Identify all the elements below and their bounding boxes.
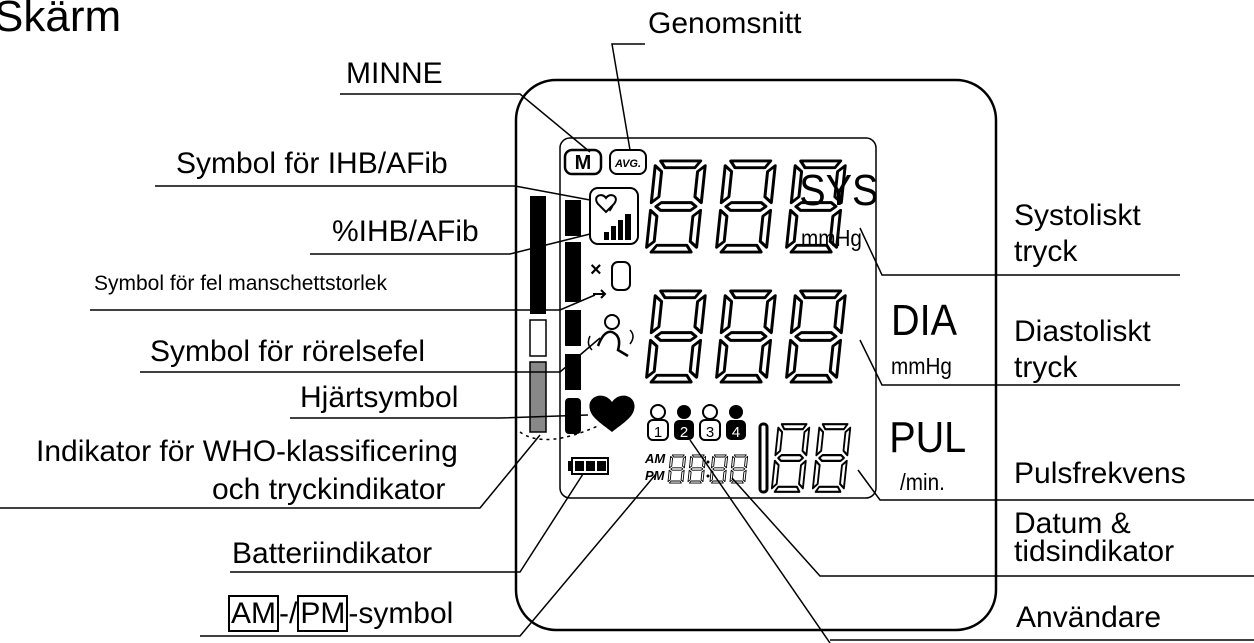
pm-box: PM — [297, 595, 349, 632]
user-icon-1: 1 — [647, 404, 669, 441]
heart-icon — [589, 395, 635, 432]
pul-label: PUL — [889, 412, 966, 461]
avg-icon: AVG. — [609, 149, 647, 175]
motion-error-icon — [587, 314, 634, 358]
label-who-line1: Indikator för WHO-klassificering — [36, 435, 458, 468]
label-diastolic-1: Diastoliskt — [1014, 315, 1151, 348]
dia-label: DIA — [891, 295, 957, 344]
user-icons: 1 2 3 4 — [647, 404, 746, 441]
pressure-indicator-bar — [565, 200, 581, 434]
label-cuff-size: Symbol för fel manschettstorlek — [94, 272, 387, 295]
svg-text:4: 4 — [732, 424, 740, 441]
battery-icon — [568, 457, 609, 475]
memory-m-icon: M — [563, 148, 603, 176]
display-am: AM — [644, 451, 666, 466]
cuff-error-icon: × — [590, 259, 631, 299]
label-systolic-1: Systoliskt — [1014, 199, 1141, 232]
page-title: Skärm — [0, 0, 122, 41]
pul-unit: /min. — [900, 469, 945, 495]
sys-unit: mmHg — [801, 225, 862, 251]
dia-unit: mmHg — [891, 353, 952, 379]
lcd-inner-panel — [559, 137, 877, 499]
svg-text:3: 3 — [706, 424, 714, 441]
label-datetime-2: tidsindikator — [1014, 535, 1175, 568]
leader-lines — [0, 43, 1254, 643]
ihb-afib-icon — [589, 187, 639, 245]
dia-digits — [644, 289, 848, 384]
sys-label: SYS — [799, 165, 878, 214]
label-diastolic-2: tryck — [1014, 351, 1078, 384]
label-battery: Batteriindikator — [232, 537, 433, 570]
label-heart-symbol: Hjärtsymbol — [300, 381, 459, 414]
pulse-digits — [758, 422, 852, 494]
user-icon-3: 3 — [699, 404, 721, 441]
user-icon-2: 2 — [674, 405, 694, 441]
label-datetime-1: Datum & — [1014, 507, 1131, 540]
label-ihb-symbol: Symbol för IHB/AFib — [176, 147, 448, 180]
svg-text:×: × — [590, 259, 602, 281]
user-icon-4: 4 — [726, 405, 746, 441]
am-pm-separator: -/ — [279, 597, 298, 630]
svg-text:1: 1 — [654, 424, 662, 441]
am-box: AM — [228, 595, 279, 632]
label-minne: MINNE — [346, 57, 443, 90]
svg-text:2: 2 — [680, 424, 688, 441]
label-ihb-percent: %IHB/AFib — [332, 215, 479, 248]
label-motion-error: Symbol för rörelsefel — [150, 335, 426, 368]
lcd-outer-frame — [514, 78, 998, 632]
label-am-pm: AM-/PM-symbol — [228, 595, 454, 632]
label-systolic-2: tryck — [1014, 235, 1078, 268]
who-classification-bar — [529, 196, 547, 433]
date-time-digits — [667, 454, 749, 484]
label-pulse: Pulsfrekvens — [1014, 457, 1186, 490]
label-genomsnitt: Genomsnitt — [648, 7, 802, 40]
signal-bars-icon — [604, 214, 631, 240]
label-who-line2: och tryckindikator — [212, 473, 446, 506]
svg-text:AVG.: AVG. — [614, 158, 641, 170]
am-pm-suffix: -symbol — [348, 597, 454, 630]
dotted-bracket — [519, 424, 601, 441]
svg-text:M: M — [575, 152, 592, 174]
label-user: Användare — [1016, 601, 1162, 634]
